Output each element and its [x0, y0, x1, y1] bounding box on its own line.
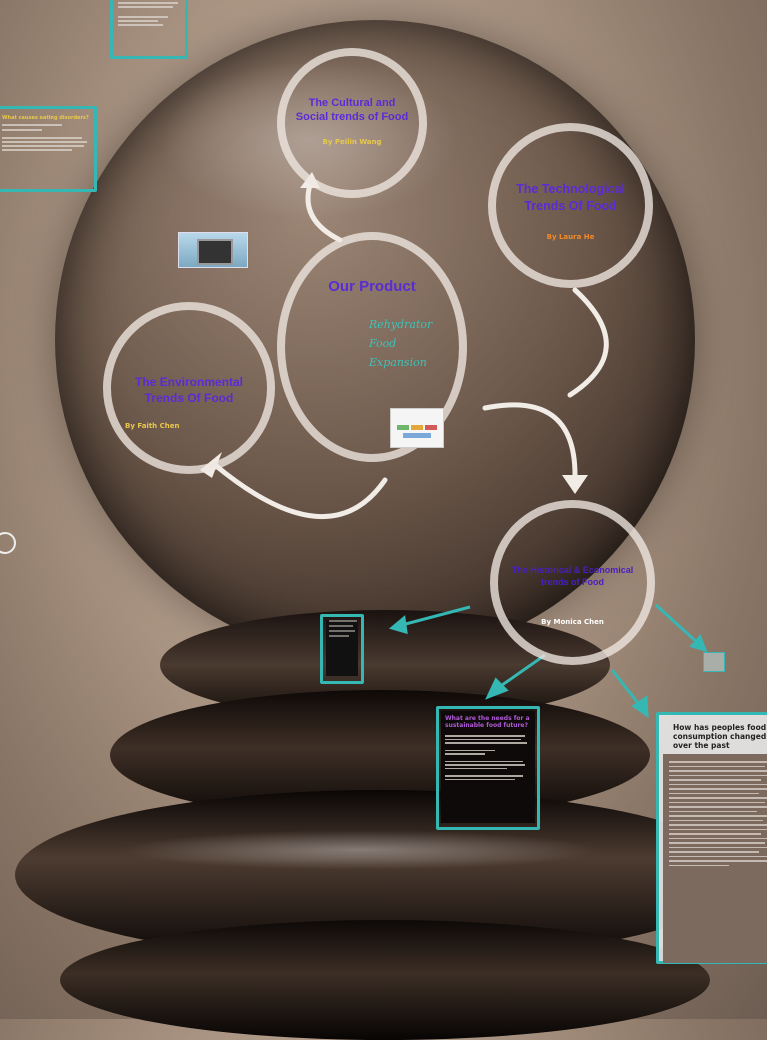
product-line-food: Food — [369, 337, 397, 350]
right-note-body: How has peoples food consumption changed… — [659, 715, 767, 963]
connector-arrows — [200, 172, 708, 718]
left-note-heading: What causes eating disorders? — [2, 115, 89, 121]
product-line-expansion: Expansion — [369, 356, 427, 369]
pyramid-bar-green — [397, 425, 409, 430]
pyramid-bar-orange — [411, 425, 423, 430]
bottom-note-frame[interactable]: What are the needs for a sustainable foo… — [436, 706, 540, 830]
historical-title: The Historical & Economical trends of Fo… — [511, 565, 634, 587]
topic-circle-technological[interactable]: The Technological Trends Of Food By Laur… — [488, 123, 653, 288]
arrow-to-historical — [482, 402, 578, 478]
pyramid-bar-red — [425, 425, 437, 430]
pedestal-reflection — [120, 830, 600, 870]
small-note-body — [326, 620, 358, 676]
right-small-thumbnail[interactable] — [703, 652, 725, 672]
right-note-frame[interactable]: How has peoples food consumption changed… — [656, 712, 767, 964]
bottom-note-body: What are the needs for a sustainable foo… — [441, 711, 535, 823]
pyramid-bar-blue — [403, 433, 431, 438]
right-note-heading: How has peoples food consumption changed… — [673, 723, 767, 750]
left-note-frame[interactable]: What causes eating disorders? — [0, 106, 97, 192]
technological-author: By Laura He — [546, 233, 595, 241]
cultural-title: The Cultural and Social trends of Food — [295, 97, 409, 123]
left-edge-badge[interactable] — [0, 532, 16, 554]
topic-circle-cultural[interactable]: The Cultural and Social trends of Food B… — [277, 48, 427, 198]
topic-circle-product[interactable]: Our Product Rehydrator Food Expansion — [277, 232, 467, 462]
product-lines: Rehydrator Food Expansion — [369, 315, 459, 372]
small-note-frame[interactable] — [320, 614, 364, 684]
environmental-author: By Faith Chen — [125, 422, 180, 430]
cultural-author: By Peilin Wang — [322, 138, 382, 146]
right-note-text — [663, 754, 767, 963]
topic-circle-environmental[interactable]: The Environmental Trends Of Food By Fait… — [103, 302, 275, 474]
top-note-frame[interactable] — [110, 0, 188, 59]
topic-circle-historical[interactable]: The Historical & Economical trends of Fo… — [490, 500, 655, 665]
historical-author: By Monica Chen — [541, 618, 604, 626]
arrow-from-tech — [567, 287, 609, 398]
product-line-rehydrator: Rehydrator — [369, 318, 433, 331]
environmental-title: The Environmental Trends Of Food — [134, 375, 244, 405]
bottom-note-heading: What are the needs for a sustainable foo… — [445, 715, 530, 729]
arrow-to-cultural — [305, 182, 343, 243]
dehydrator-machine — [197, 239, 233, 265]
dehydrator-image[interactable] — [178, 232, 248, 268]
arrow-to-environmental — [212, 462, 388, 520]
food-pyramid-image[interactable] — [390, 408, 444, 448]
technological-title: The Technological Trends Of Food — [516, 182, 625, 213]
product-title: Our Product — [328, 278, 416, 295]
